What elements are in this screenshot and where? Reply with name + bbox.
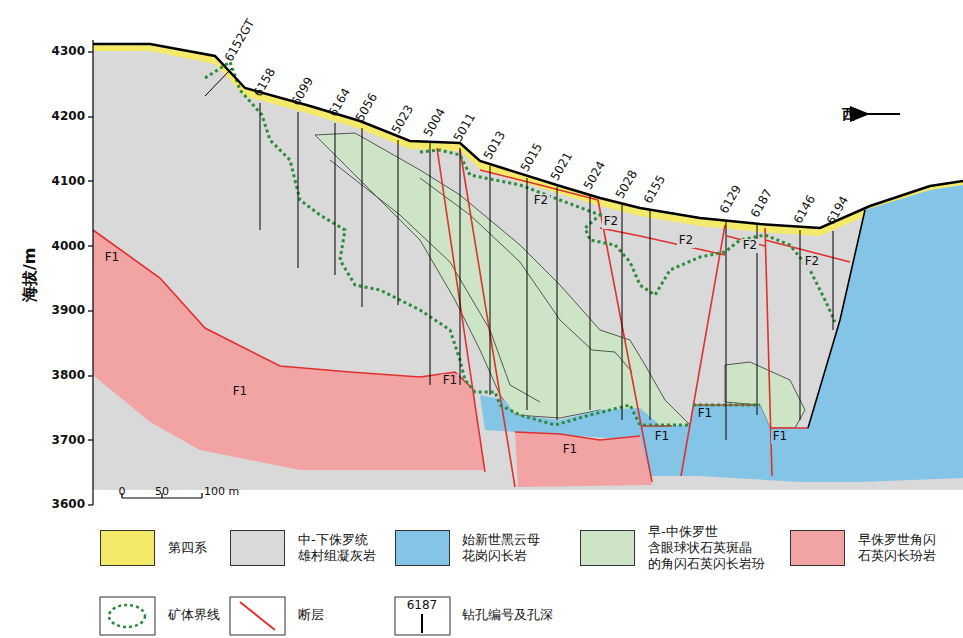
fault-label: F2 bbox=[602, 215, 621, 228]
legend-text: 第四系 bbox=[168, 540, 220, 556]
fault-label: F1 bbox=[771, 430, 790, 443]
legend-sample-label: 6187 bbox=[407, 599, 438, 612]
drillhole-label: 5011 bbox=[452, 111, 479, 144]
axis-tick-label: 4100 bbox=[52, 175, 85, 188]
axis-tick-label: 4000 bbox=[52, 240, 85, 253]
fault-label: F1 bbox=[441, 374, 460, 387]
fault-label: F1 bbox=[561, 443, 580, 456]
legend-text: 断层 bbox=[298, 607, 337, 623]
fault-label: F2 bbox=[803, 255, 822, 268]
axis-tick-label: 3700 bbox=[52, 434, 85, 447]
fault-label: F1 bbox=[103, 251, 122, 264]
drillhole-label: 6099 bbox=[290, 75, 317, 108]
legend-text: 钻孔编号及孔深 bbox=[462, 607, 566, 623]
axis-tick-label: 3900 bbox=[52, 304, 85, 317]
scale-label: 100 m bbox=[204, 486, 239, 498]
drillhole-label: 6155 bbox=[642, 173, 669, 206]
drillhole-label: 6158 bbox=[252, 66, 279, 99]
drillhole-label: 6187 bbox=[749, 187, 776, 220]
axis-tick-label: 3600 bbox=[52, 498, 85, 511]
drillhole-label: 5021 bbox=[549, 150, 576, 183]
drillhole-label: 5004 bbox=[422, 106, 449, 139]
drillhole-label: 5056 bbox=[354, 91, 381, 124]
direction-label: 西 bbox=[842, 107, 856, 122]
drillhole-label: 6146 bbox=[792, 193, 819, 226]
scale-label: 50 bbox=[155, 486, 169, 498]
legend-swatch bbox=[580, 530, 635, 566]
legend-text: 早-中侏罗世 含眼球状石英斑晶 的角闪石英闪长岩玢 bbox=[648, 524, 760, 573]
drillhole-label: 5015 bbox=[519, 141, 546, 174]
drillhole-label: 5023 bbox=[390, 103, 417, 136]
legend-text: 中-下侏罗统 雄村组凝灰岩 bbox=[298, 532, 384, 565]
drillhole-label: 5024 bbox=[582, 159, 609, 192]
fault-label: F2 bbox=[741, 239, 760, 252]
drillhole-label: 5028 bbox=[614, 168, 641, 201]
fault-label: F1 bbox=[653, 430, 672, 443]
drillhole-label: 5013 bbox=[482, 129, 509, 162]
drillhole-label: 6152GT bbox=[223, 17, 258, 64]
scale-label: 0 bbox=[119, 486, 126, 498]
legend-text: 始新世黑云母 花岗闪长岩 bbox=[462, 532, 548, 565]
legend-swatch bbox=[395, 530, 450, 566]
legend-text: 早侏罗世角闪 石英闪长玢岩 bbox=[858, 532, 944, 565]
axis-title: 海拔/m bbox=[21, 248, 39, 303]
drillhole-label: 6129 bbox=[718, 183, 745, 216]
axis-tick-label: 3800 bbox=[52, 369, 85, 382]
legend-swatch bbox=[100, 530, 155, 566]
axis-tick-label: 4200 bbox=[52, 110, 85, 123]
axis-tick-label: 4300 bbox=[52, 45, 85, 58]
fault-label: F1 bbox=[231, 385, 250, 398]
legend-swatch bbox=[790, 530, 845, 566]
fault-label: F2 bbox=[532, 194, 551, 207]
legend-swatch bbox=[230, 530, 285, 566]
fault-label: F1 bbox=[696, 407, 715, 420]
fault-label: F2 bbox=[677, 234, 696, 247]
legend-text: 矿体界线 bbox=[168, 607, 233, 623]
drillhole-label: 6164 bbox=[327, 86, 354, 119]
